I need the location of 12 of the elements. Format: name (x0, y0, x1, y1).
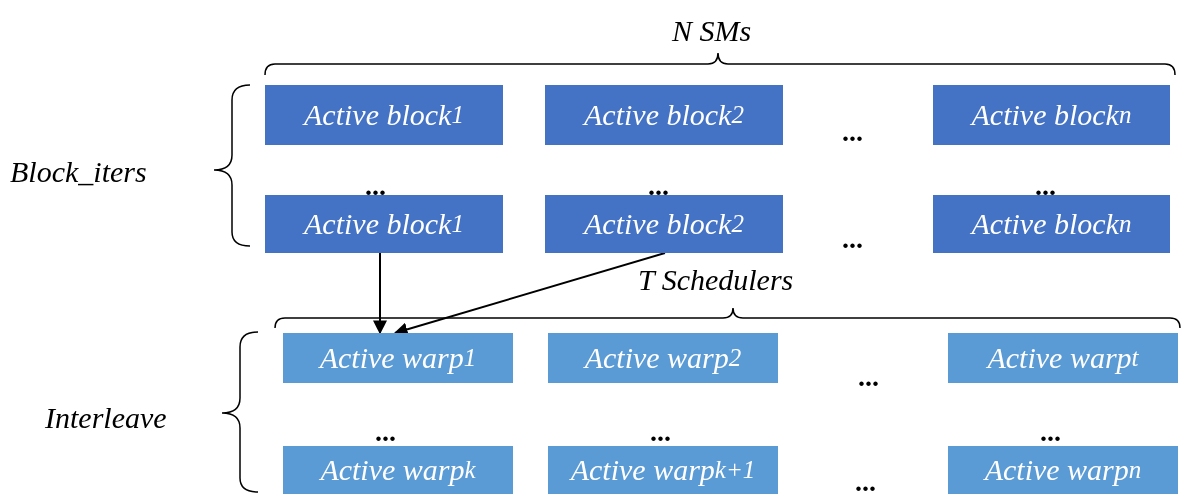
axis-label: Interleave (45, 403, 167, 433)
ellipsis-label: ... (858, 363, 879, 391)
ellipsis-label: ... (375, 418, 396, 446)
ellipsis-label: ... (842, 118, 863, 146)
axis-label: Block_iters (10, 157, 147, 187)
axis-label: N SMs (672, 16, 752, 46)
axis-label: T Schedulers (638, 265, 794, 295)
ellipsis-label: ... (842, 225, 863, 253)
ellipsis-label: ... (650, 418, 671, 446)
arrow (373, 252, 387, 335)
ellipsis-label: ... (855, 468, 876, 496)
ellipsis-label: ... (1040, 418, 1061, 446)
